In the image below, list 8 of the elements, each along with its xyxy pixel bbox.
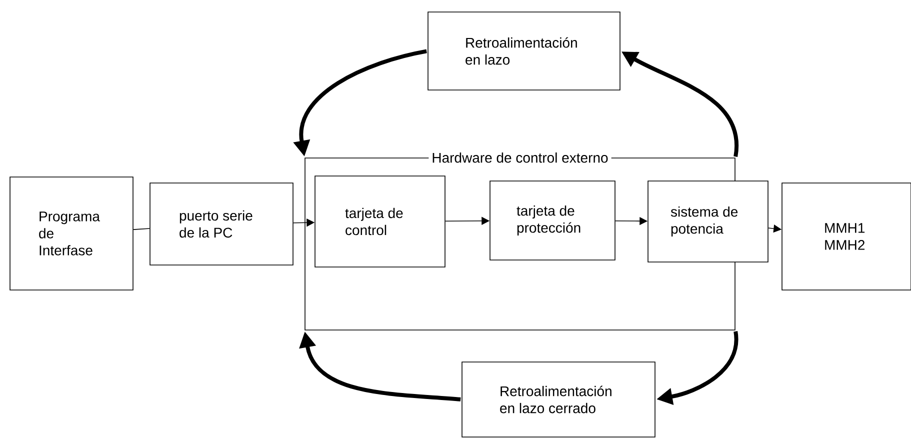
process-box: Retroalimentación en lazo cerrado bbox=[462, 362, 656, 438]
process-box: Programa de Interfase bbox=[10, 176, 134, 290]
process-box: MMH1 MMH2 bbox=[782, 182, 911, 290]
process-box: Retroalimentación en lazo bbox=[428, 12, 620, 90]
process-box: sistema de potencia bbox=[648, 180, 768, 262]
process-box: tarjeta de protección bbox=[490, 180, 616, 260]
process-box: tarjeta de control bbox=[314, 176, 446, 268]
process-box: puerto serie de la PC bbox=[150, 182, 294, 266]
